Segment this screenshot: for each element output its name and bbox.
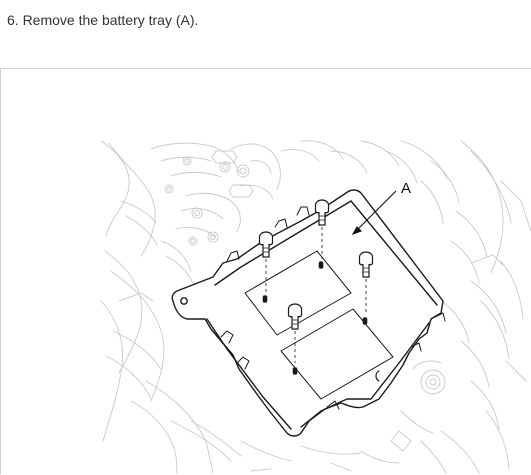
- callout-leader: [351, 190, 397, 236]
- figure-frame: A: [0, 68, 531, 474]
- bolt-icon-4: [287, 303, 303, 363]
- bolt-icon-1: [258, 231, 274, 293]
- engine-bay-background: [100, 140, 531, 474]
- battery-tray-illustration: A: [100, 140, 531, 474]
- battery-tray: [171, 189, 446, 437]
- bolt-icon-3: [358, 251, 374, 313]
- instruction-text: 6. Remove the battery tray (A).: [7, 12, 199, 28]
- bolt-icon-2: [314, 199, 330, 259]
- callout-label-a: A: [401, 180, 411, 197]
